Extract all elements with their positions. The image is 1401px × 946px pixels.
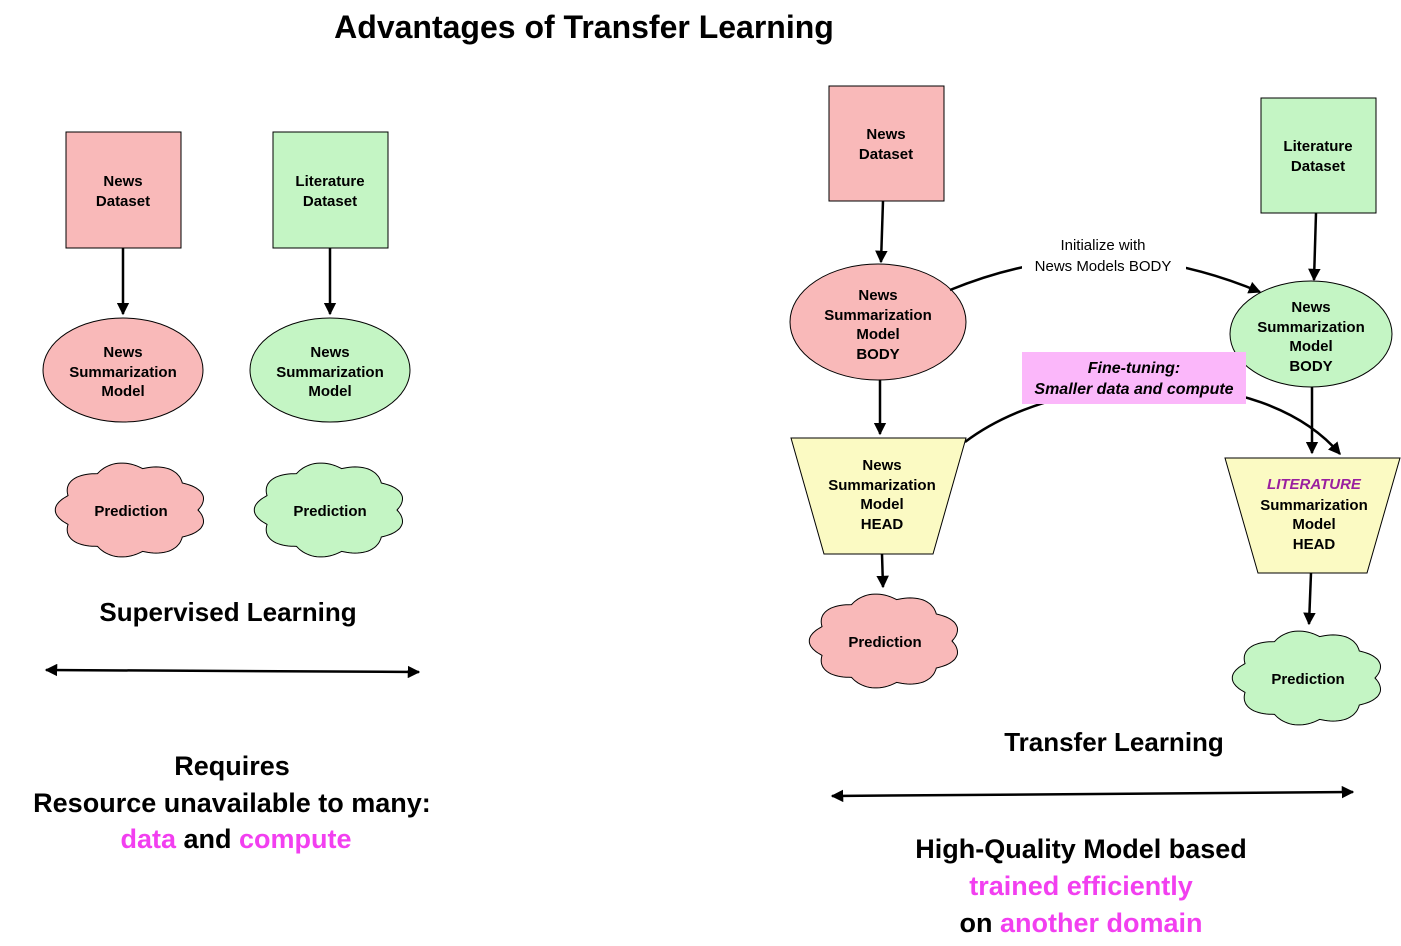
data-word: data <box>120 824 177 854</box>
and-word: and <box>176 824 239 854</box>
another-domain-words: another domain <box>1000 908 1203 938</box>
svg-text:Prediction: Prediction <box>848 634 921 651</box>
right-news-head-to-prediction-arrow <box>876 553 889 589</box>
on-word: on <box>959 908 1000 938</box>
another-domain-line: on another domain <box>959 908 1202 938</box>
trained-efficiently-line: trained efficiently <box>969 871 1193 901</box>
right-prediction-green-cloud: Prediction <box>1231 630 1382 726</box>
right-lit-head-to-prediction-arrow <box>1303 572 1316 626</box>
literature-word: LITERATURE <box>1267 476 1362 493</box>
requires-line: Requires <box>174 751 290 781</box>
compute-word: compute <box>239 824 352 854</box>
right-double-arrow <box>830 785 1355 803</box>
svg-text:Prediction: Prediction <box>94 503 167 520</box>
transfer-learning-heading: Transfer Learning <box>1004 727 1224 757</box>
svg-text:Prediction: Prediction <box>293 503 366 520</box>
diagram-title: Advantages of Transfer Learning <box>334 9 834 45</box>
resource-line: Resource unavailable to many: <box>33 788 431 818</box>
high-quality-line: High-Quality Model based <box>915 834 1247 864</box>
right-prediction-red-cloud: Prediction <box>808 593 959 689</box>
left-prediction-red-cloud: Prediction <box>54 462 205 558</box>
svg-text:Prediction: Prediction <box>1271 671 1344 688</box>
fine-tuning-label: Fine-tuning:Smaller data and compute <box>1022 352 1246 404</box>
left-prediction-green-cloud: Prediction <box>253 462 404 558</box>
right-lit-dataset-to-body-arrow <box>1308 212 1321 282</box>
left-double-arrow <box>44 663 421 679</box>
data-compute-line: data and compute <box>120 824 351 854</box>
right-news-dataset-to-body-arrow <box>875 200 888 264</box>
svg-text:Fine-tuning:Smaller data and c: Fine-tuning:Smaller data and compute <box>1034 360 1233 398</box>
supervised-learning-heading: Supervised Learning <box>99 597 356 627</box>
